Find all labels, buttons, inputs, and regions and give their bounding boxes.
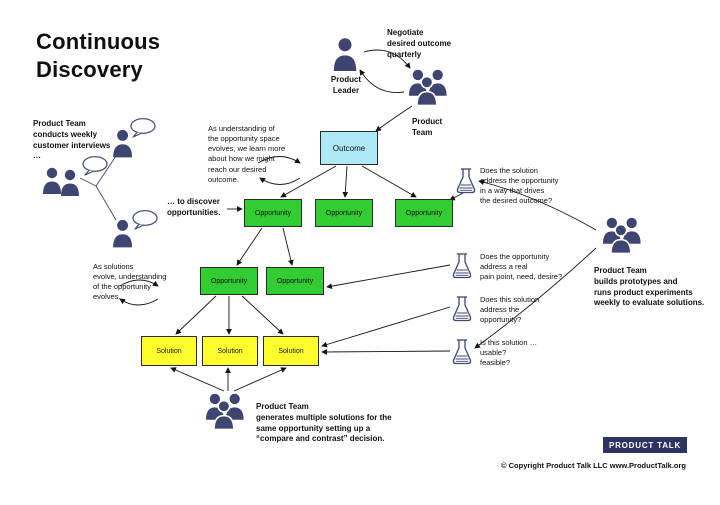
opportunity-node: Opportunity: [315, 199, 373, 227]
flask-icon: [456, 168, 476, 194]
question-pain-point: Does the opportunity address a real pain…: [480, 252, 563, 282]
flask-icon: [452, 296, 472, 322]
interviewee-person-icon: [43, 167, 61, 194]
solution-node: Solution: [263, 336, 319, 366]
product-leader-icon: [333, 38, 357, 71]
flask-icon: [452, 339, 472, 365]
negotiate-note: Negotiate desired outcome quarterly: [387, 28, 452, 59]
solution-node: Solution: [202, 336, 258, 366]
product-team-label: Product Team: [412, 117, 443, 137]
speech-bubble-icon: [132, 210, 158, 230]
interviewee-person-icon: [113, 219, 133, 248]
interviewee-person-icon: [61, 169, 79, 196]
opportunity-node: Opportunity: [244, 199, 302, 227]
copyright-text: © Copyright Product Talk LLC www.Product…: [501, 461, 686, 470]
product-leader-label: Product Leader: [330, 75, 362, 95]
product-team-icon: [409, 70, 447, 106]
solutions-team-icon: [206, 394, 244, 430]
interviewee-person-icon: [113, 129, 133, 158]
prototypes-note: Product Team builds prototypes and runs …: [594, 266, 705, 308]
question-usable-feasible: Is this solution … usable? feasible?: [480, 338, 538, 368]
opportunity-node: Opportunity: [200, 267, 258, 295]
page-title: Continuous Discovery: [36, 29, 161, 82]
opportunity-node: Opportunity: [266, 267, 324, 295]
flask-icon: [452, 253, 472, 279]
connector-arrows: [79, 49, 597, 392]
discover-note: … to discover opportunities.: [167, 197, 221, 217]
product-talk-badge: PRODUCT TALK: [603, 437, 687, 453]
speech-bubble-icon: [130, 118, 156, 138]
opportunity-node: Opportunity: [395, 199, 453, 227]
question-outcome: Does the solution address the opportunit…: [480, 166, 559, 206]
solutions-evolve-note: As solutions evolve, understanding of th…: [93, 262, 167, 302]
outcome-node: Outcome: [320, 131, 378, 165]
question-address-opportunity: Does this solution address the opportuni…: [480, 295, 540, 325]
interviews-note: Product Team conducts weekly customer in…: [33, 119, 111, 161]
solution-node: Solution: [141, 336, 197, 366]
multiple-solutions-note: Product Team generates multiple solution…: [256, 402, 392, 444]
experiment-team-icon: [603, 218, 641, 254]
understanding-note: As understanding of the opportunity spac…: [208, 124, 286, 184]
